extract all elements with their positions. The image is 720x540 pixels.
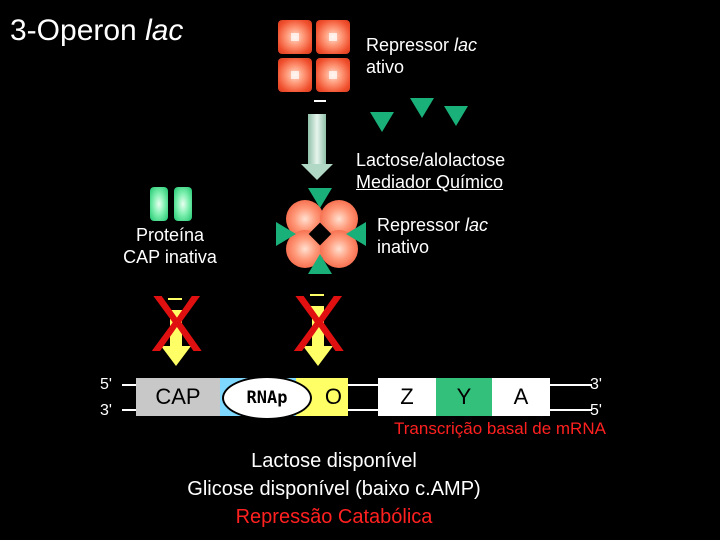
operator-equals-mark xyxy=(310,294,324,308)
cap-blocked-icon: X xyxy=(150,279,204,368)
active-repressor-label: Repressor lac ativo xyxy=(366,35,478,77)
cap-protein-icon xyxy=(150,187,194,221)
strand-left-top: 5' xyxy=(100,376,112,393)
lactose-label: Lactose/alolactose Mediador Químico xyxy=(356,150,506,192)
transcription-label: Transcrição basal de mRNA xyxy=(394,419,606,438)
arrow-head-icon xyxy=(301,164,333,180)
inducer-icon xyxy=(444,106,468,126)
inducer-icon xyxy=(370,112,394,132)
title-italic: lac xyxy=(145,14,184,47)
condition-lactose: Lactose disponível xyxy=(251,450,417,472)
cap-arrow-head-icon xyxy=(161,346,191,366)
operator-blocked-icon: X xyxy=(292,279,346,368)
condition-repression: Repressão Catabólica xyxy=(235,506,433,528)
inactive-repressor-icon xyxy=(276,188,366,278)
title-text: 3-Operon xyxy=(10,14,146,47)
active-repressor-icon xyxy=(278,20,352,94)
inducer-icon xyxy=(410,98,434,118)
condition-glucose: Glicose disponível (baixo c.AMP) xyxy=(187,478,481,500)
cap-protein-label: Proteína CAP inativa xyxy=(123,225,217,267)
rnap-enzyme: RNAp xyxy=(222,376,312,420)
inactive-repressor-label: Repressor lac inativo xyxy=(377,215,489,257)
gene-z: Z xyxy=(378,378,436,416)
arrow-down-icon xyxy=(308,114,326,164)
operator-arrow-icon xyxy=(312,308,324,348)
operator-arrow-head-icon xyxy=(303,346,333,366)
strand-right-bottom: 5' xyxy=(590,402,602,419)
strand-right-top: 3' xyxy=(590,376,602,393)
strand-left-bottom: 3' xyxy=(100,402,112,419)
gene-cap-site: CAP xyxy=(136,378,220,416)
dna-top-line xyxy=(122,384,592,386)
gene-y: Y xyxy=(436,378,492,416)
cap-equals-mark xyxy=(168,298,182,312)
cap-arrow-icon xyxy=(170,312,182,348)
gene-a: A xyxy=(492,378,550,416)
page-title: 3-Operon lac xyxy=(10,14,183,48)
dna-bottom-line xyxy=(122,409,592,411)
